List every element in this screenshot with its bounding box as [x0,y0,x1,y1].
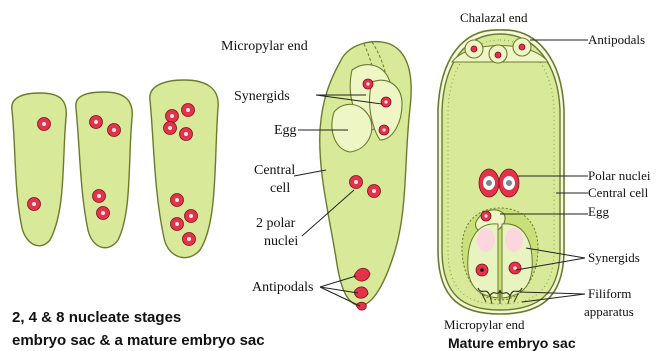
label-central-cell-left-1: Central [254,163,295,178]
label-antipodals-left: Antipodals [252,280,313,295]
label-chalazal-end: Chalazal end [460,10,528,25]
nucleus [166,110,179,123]
polar-nucleus [479,169,499,197]
label-central-cell-left-2: cell [270,181,290,196]
label-filiform-2: apparatus [584,304,634,319]
nucleus [476,264,488,276]
nucleus [108,124,121,137]
nucleus [28,198,41,211]
caption-stages-line2: embryo sac & a mature embryo sac [12,332,265,349]
polar-nucleus [499,169,519,197]
nucleus [509,262,521,274]
label-polar-nuclei-left-2: nuclei [264,234,298,249]
nucleus [379,125,389,135]
polar-nucleus [368,185,381,198]
label-micropylar-end-bottom: Micropylar end [444,317,525,332]
nucleus [363,79,373,89]
nucleus [182,104,195,117]
eight-nucleate-sac [150,80,218,258]
label-egg-left: Egg [274,123,297,138]
nucleus [171,218,184,231]
label-filiform-1: Filiform [588,286,631,301]
label-central-cell-right: Central cell [588,185,649,200]
nucleus [93,190,106,203]
nucleus [481,211,491,221]
mature-embryo-sac [438,30,564,314]
label-egg-right: Egg [588,204,609,219]
label-synergids-left: Synergids [234,89,290,104]
four-nucleate-sac [76,92,132,248]
nucleus [97,207,110,220]
nucleus [90,116,103,129]
polar-nucleus [350,176,363,189]
two-nucleate-sac [12,93,67,246]
caption-stages-line1: 2, 4 & 8 nucleate stages [12,309,181,326]
seven-celled-embryo-sac [320,42,411,310]
nucleus [171,194,184,207]
label-micropylar-end-top: Micropylar end [221,39,308,54]
nucleus [164,122,177,135]
nucleus [381,97,391,107]
label-polar-nuclei-right: Polar nuclei [588,168,651,183]
nucleus [38,118,51,131]
label-antipodals-right: Antipodals [588,32,645,47]
nucleus [185,210,198,223]
label-synergids-right: Synergids [588,250,640,265]
nucleus [180,128,193,141]
antipodal-cell [356,302,366,310]
caption-mature: Mature embryo sac [448,335,576,351]
label-polar-nuclei-left-1: 2 polar [256,216,296,231]
nucleus [183,233,196,246]
